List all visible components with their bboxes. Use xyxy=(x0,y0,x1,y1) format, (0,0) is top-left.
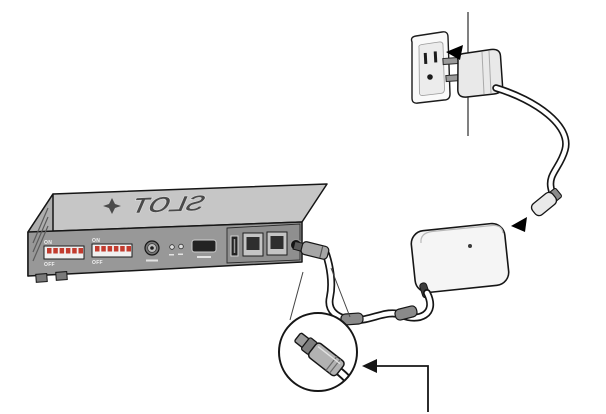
callout-arrowhead xyxy=(362,359,377,373)
lan-port-2-opening xyxy=(270,236,284,249)
vent-slot-1 xyxy=(32,207,49,244)
dc-plug xyxy=(292,240,330,260)
plug-prong-top xyxy=(442,56,460,66)
rf-center-pin xyxy=(150,246,154,250)
set-top-box: SLOT ON OFF ON OFF xyxy=(27,183,328,283)
insert-arrow-adapter xyxy=(511,217,527,232)
ac-adapter xyxy=(410,222,510,299)
dip2-top-label: ON xyxy=(92,238,100,244)
led-1 xyxy=(169,244,175,250)
magnified-plug-rib-2 xyxy=(328,358,342,374)
outlet-slot-left xyxy=(423,52,428,65)
foot-tab-left xyxy=(35,273,48,283)
dip1-switch-2 xyxy=(53,248,58,254)
dip2-switch-3 xyxy=(107,246,113,252)
logo-star-icon xyxy=(103,198,121,214)
dip1-bottom-label: OFF xyxy=(44,262,55,268)
magnifier-cone-right xyxy=(330,267,351,318)
dip2-switch-6 xyxy=(126,246,131,252)
magnifier-ring xyxy=(278,312,358,392)
dip1-switch-3 xyxy=(59,248,65,254)
adapter-body xyxy=(410,222,510,294)
vent-slot-2 xyxy=(32,216,49,253)
adapter-led xyxy=(468,244,472,248)
magnified-plug-highlight xyxy=(317,345,341,365)
status-leds xyxy=(169,243,184,256)
dip1-switch-1 xyxy=(47,248,52,254)
dip2-switch-1 xyxy=(95,246,100,252)
dip2-switch-4 xyxy=(113,246,119,252)
dip2-bottom-label: OFF xyxy=(92,260,103,266)
plug-grip-rib-2 xyxy=(488,50,492,94)
appliance-plug xyxy=(530,188,562,217)
adapter-top-edge xyxy=(420,224,504,244)
led-label-mark-2 xyxy=(178,253,183,255)
dc-plug-ring xyxy=(319,246,324,259)
dip1-switch-5 xyxy=(72,248,77,254)
led-2 xyxy=(178,243,184,250)
appliance-plug-body xyxy=(530,191,558,217)
magnified-cable-core xyxy=(337,369,357,391)
dc-plug-barrel xyxy=(300,241,330,260)
outlet-ground-hole xyxy=(427,74,433,80)
magnified-dc-plug xyxy=(294,332,345,377)
dip1-switch-6 xyxy=(78,248,83,254)
rf-connector xyxy=(144,240,160,262)
power-plug xyxy=(442,45,504,98)
plug-grip-rib-1 xyxy=(481,51,485,95)
rf-label-mark xyxy=(146,259,158,262)
led-label-mark-1 xyxy=(169,254,174,256)
outlet-recess xyxy=(418,41,445,96)
callout-arrow-line xyxy=(376,365,429,412)
magnified-plug-barrel xyxy=(307,342,345,377)
av-port-shell xyxy=(191,239,217,253)
dip1-switch-4 xyxy=(65,248,71,254)
dip-switch-block-2: ON OFF xyxy=(91,238,133,266)
dip-switch-block-1: ON OFF xyxy=(43,240,85,268)
outlet-slot-right xyxy=(433,51,438,63)
foot-tab-right xyxy=(55,271,68,281)
ferrite-bead-1 xyxy=(394,305,418,321)
av-port-label-mark xyxy=(197,256,211,258)
dip1-top-label: ON xyxy=(44,240,52,246)
port-module xyxy=(226,223,302,264)
insert-arrow-plug xyxy=(446,45,463,60)
power-cord-core xyxy=(493,85,568,199)
dip2-switch-5 xyxy=(120,246,125,252)
av-port xyxy=(191,239,217,258)
magnifier-cone-left xyxy=(289,271,304,321)
lan-port-1-opening xyxy=(246,237,260,250)
callout-arrow xyxy=(362,359,429,412)
dip2-switch-2 xyxy=(101,246,106,252)
magnifier-callout xyxy=(278,312,358,392)
vent-slot-3 xyxy=(32,225,49,262)
magnified-plug-rib-1 xyxy=(325,355,338,371)
wall-outlet xyxy=(410,31,451,104)
